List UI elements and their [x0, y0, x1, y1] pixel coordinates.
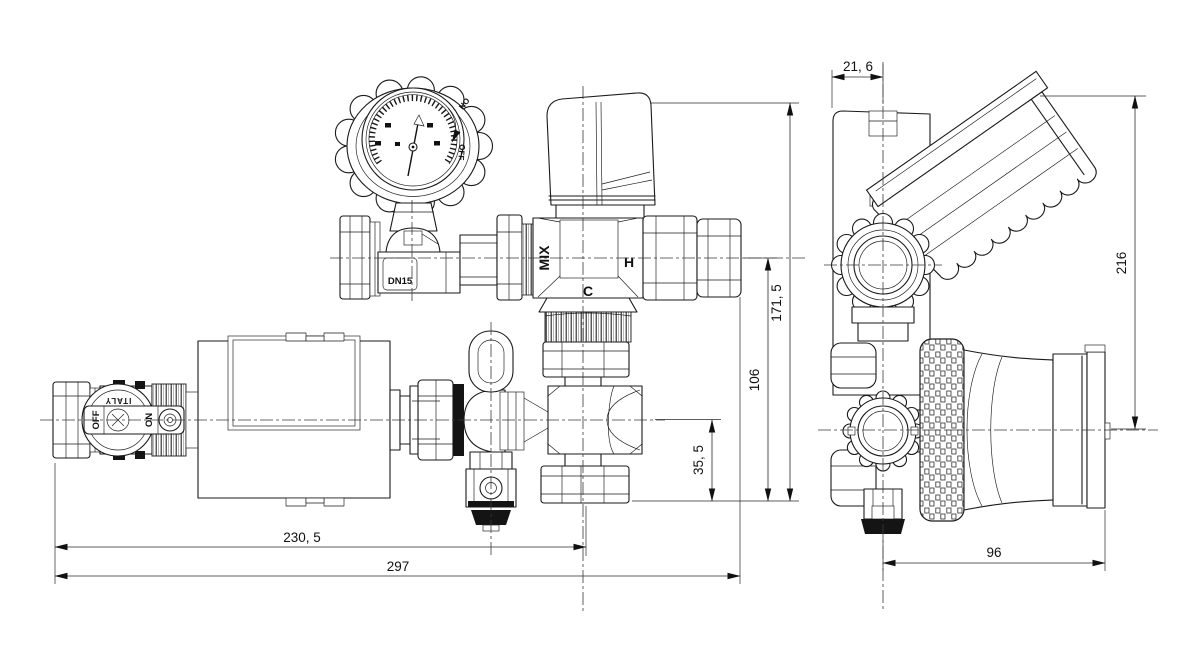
- hot-port-label: H: [624, 254, 634, 270]
- cold-branch: [540, 311, 632, 504]
- front-view: ON OFF DN15: [52, 76, 799, 584]
- gauge-tick-marks: [369, 95, 457, 165]
- knob-face-plate: [866, 70, 1049, 208]
- side-union-end: [830, 212, 936, 342]
- filter-bowl-side: [963, 344, 1111, 511]
- dim-text-171-5: 171, 5: [769, 284, 784, 322]
- gauge-needle: [407, 114, 425, 177]
- dim-text-35-5: 35, 5: [691, 445, 706, 475]
- dim-text-106: 106: [747, 369, 762, 392]
- filter-label-plate: [232, 339, 356, 427]
- dim-text-96: 96: [986, 545, 1001, 560]
- side-filter: [830, 338, 1111, 534]
- centerlines: [40, 62, 1158, 612]
- mixing-valve-knob: [546, 92, 656, 219]
- gauge-valve-inlet-nut: [339, 215, 381, 300]
- front-dimensions: 35, 5 106 171, 5 230, 5 297: [54, 102, 799, 584]
- side-view: 21, 6 216 96: [830, 59, 1146, 571]
- inlet-pipe: [459, 234, 498, 286]
- gauge-stem: [389, 202, 438, 232]
- cold-port-label: C: [583, 283, 593, 299]
- handle-on-label: ON: [144, 413, 155, 427]
- filter-bottom-tabs: [285, 497, 345, 507]
- magnetic-filter: [197, 332, 440, 507]
- drain-cap-front: [471, 510, 511, 525]
- ball-valve-origin-label: ITALY: [105, 396, 132, 405]
- dim-text-297: 297: [387, 559, 410, 574]
- gauge-dial-numerals: [375, 123, 440, 146]
- dn15-label: DN15: [388, 276, 413, 287]
- gauge-off-label: OFF: [456, 144, 466, 161]
- check-valve: [417, 330, 549, 461]
- gauge-valve-body: DN15: [377, 227, 461, 294]
- thermometer-gauge: ON OFF: [334, 76, 494, 232]
- dim-text-230-5: 230, 5: [283, 530, 321, 545]
- mix-valve-union-left: [496, 214, 534, 301]
- side-dimensions: 21, 6 216 96: [831, 59, 1146, 571]
- gauge-rotation-arrow: [447, 107, 461, 143]
- tee-body: [547, 385, 643, 455]
- dim-text-216: 216: [1114, 252, 1129, 275]
- filter-top-tabs: [285, 332, 345, 342]
- mixing-valve-body: MIX H C: [532, 217, 644, 313]
- dim-text-21-6: 21, 6: [843, 59, 873, 74]
